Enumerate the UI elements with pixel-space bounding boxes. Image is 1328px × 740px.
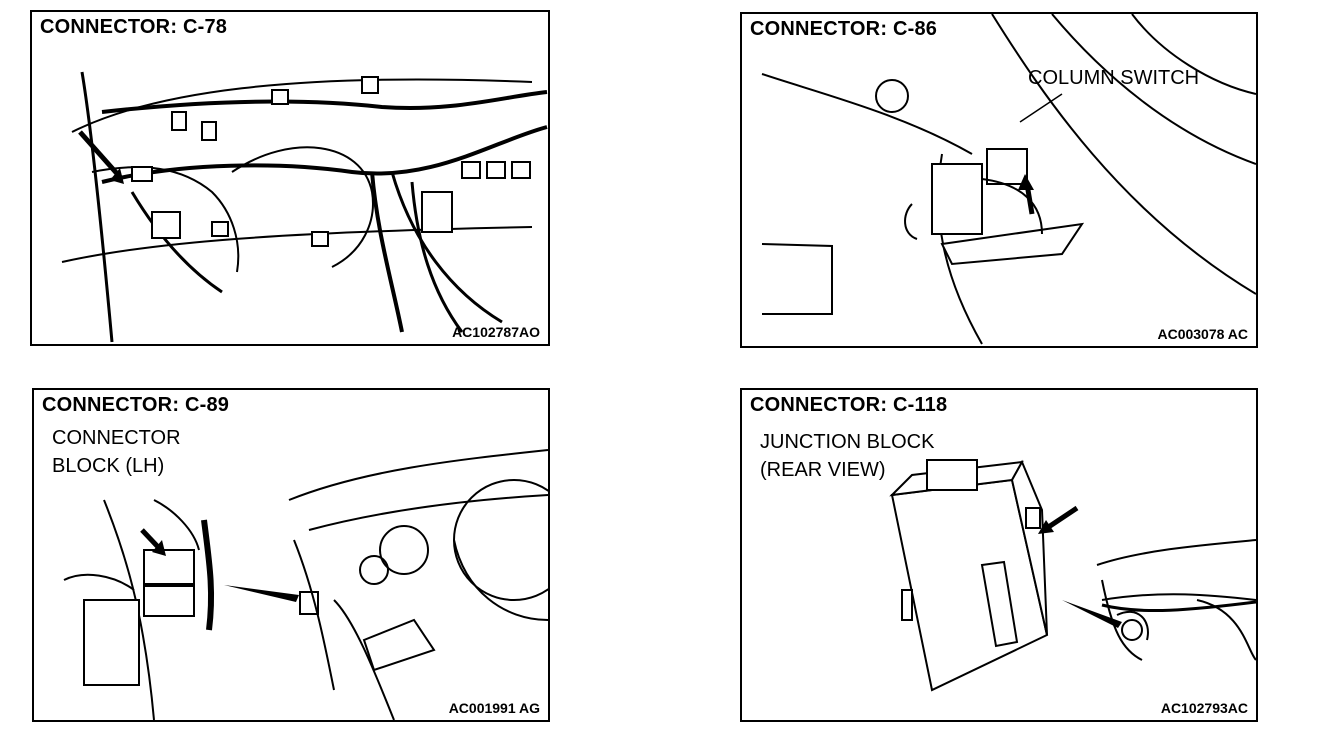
panel-c89: CONNECTOR: C-89 CONNECTOR BLOCK (LH) AC0… bbox=[32, 388, 550, 722]
panel-title: CONNECTOR: C-78 bbox=[40, 16, 228, 38]
figure-code: AC001991 AG bbox=[448, 700, 540, 716]
connector-block-illustration bbox=[63, 449, 548, 720]
column-switch-label: COLUMN SWITCH bbox=[1028, 67, 1200, 89]
junction-block-label-line1: JUNCTION BLOCK bbox=[760, 431, 935, 453]
figure-code: AC102793AC bbox=[1160, 700, 1248, 716]
panel-c118: CONNECTOR: C-118 JUNCTION BLOCK (REAR VI… bbox=[740, 388, 1258, 722]
connector-block-label-line1: CONNECTOR bbox=[52, 427, 181, 449]
junction-block-illustration bbox=[889, 459, 1256, 692]
panel-title: CONNECTOR: C-86 bbox=[750, 18, 938, 40]
connector-block-label-line2: BLOCK (LH) bbox=[52, 455, 165, 477]
panel-title: CONNECTOR: C-89 bbox=[42, 394, 230, 416]
column-switch-illustration bbox=[761, 14, 1256, 345]
junction-block-label-line2: (REAR VIEW) bbox=[760, 459, 886, 481]
figure-code: AC102787AO bbox=[452, 324, 540, 340]
panel-c86: CONNECTOR: C-86 COLUMN SWITCH AC003078 A… bbox=[740, 12, 1258, 348]
figure-code: AC003078 AC bbox=[1157, 326, 1248, 342]
panel-title: CONNECTOR: C-118 bbox=[750, 394, 948, 416]
panel-c78: CONNECTOR: C-78 AC102787AO bbox=[30, 10, 550, 346]
dashboard-harness-illustration bbox=[61, 71, 548, 343]
